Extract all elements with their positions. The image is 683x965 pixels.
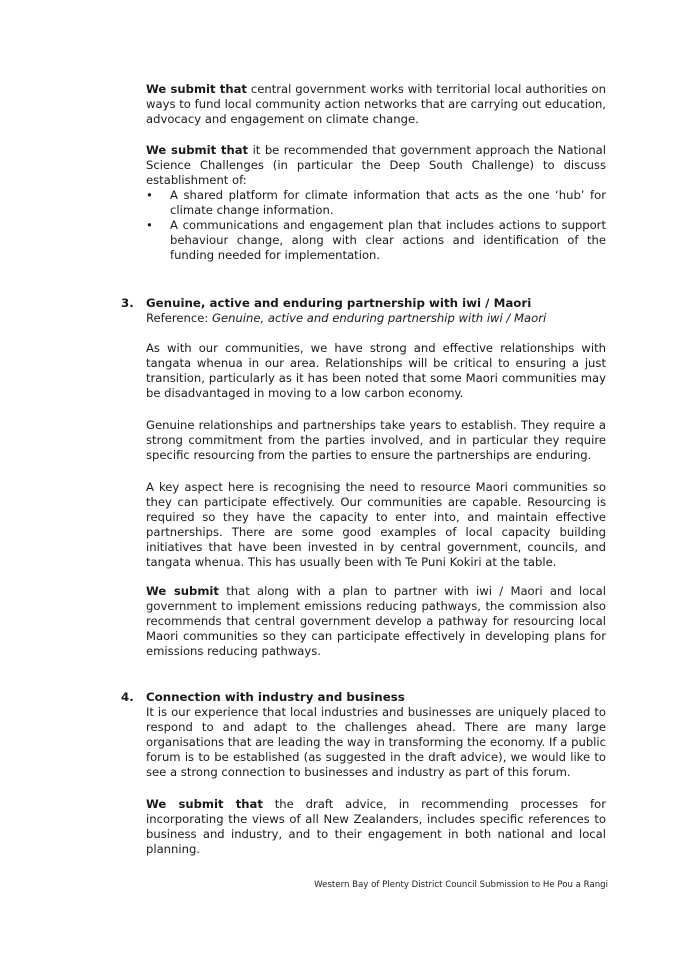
paragraph-submit-partner: We submit that along with a plan to part… [146, 584, 606, 659]
section-heading-industry: 4. Connection with industry and business [121, 690, 611, 705]
section-number: 3. [121, 296, 134, 310]
paragraph-text: it be recommended that government approa… [146, 143, 606, 187]
list-item: • A communications and engagement plan th… [146, 218, 606, 263]
paragraph-text: that along with a plan to partner with i… [146, 584, 607, 658]
list-item-text: A communications and engagement plan tha… [170, 218, 606, 262]
paragraph-submit-draft: We submit that the draft advice, in reco… [146, 797, 606, 857]
paragraph-text: the draft advice, in recommending proces… [146, 797, 606, 856]
paragraph-text: central government works with territoria… [146, 82, 606, 126]
paragraph-relationships: As with our communities, we have strong … [146, 341, 606, 400]
paragraph-submit-funding: We submit that central government works … [146, 82, 606, 127]
reference-text: Genuine, active and enduring partnership… [211, 311, 547, 325]
list-item: • A shared platform for climate informati… [146, 188, 606, 218]
page-footer: Western Bay of Plenty District Council S… [314, 880, 608, 890]
section-title: Genuine, active and enduring partnership… [146, 296, 532, 310]
submit-lead: We submit that [146, 797, 263, 811]
paragraph-submit-science: We submit that it be recommended that go… [146, 143, 606, 188]
submit-lead: We submit [146, 584, 219, 598]
reference-label: Reference: [146, 311, 212, 325]
submit-lead: We submit that [146, 143, 249, 157]
section-number: 4. [121, 690, 134, 704]
bullet-list: • A shared platform for climate informati… [146, 188, 606, 263]
paragraph-key-aspect: A key aspect here is recognising the nee… [146, 480, 606, 569]
paragraph-genuine: Genuine relationships and partnerships t… [146, 418, 606, 462]
submit-lead: We submit that [146, 82, 247, 96]
section-heading-partnership: 3. Genuine, active and enduring partnersh… [121, 296, 611, 311]
list-item-text: A shared platform for climate informatio… [170, 188, 606, 217]
bullet-icon: • [146, 188, 153, 202]
bullet-icon: • [146, 218, 153, 232]
paragraph-industry: It is our experience that local industri… [146, 705, 606, 779]
reference-line: Reference: Genuine, active and enduring … [146, 311, 606, 326]
section-title: Connection with industry and business [146, 690, 405, 704]
